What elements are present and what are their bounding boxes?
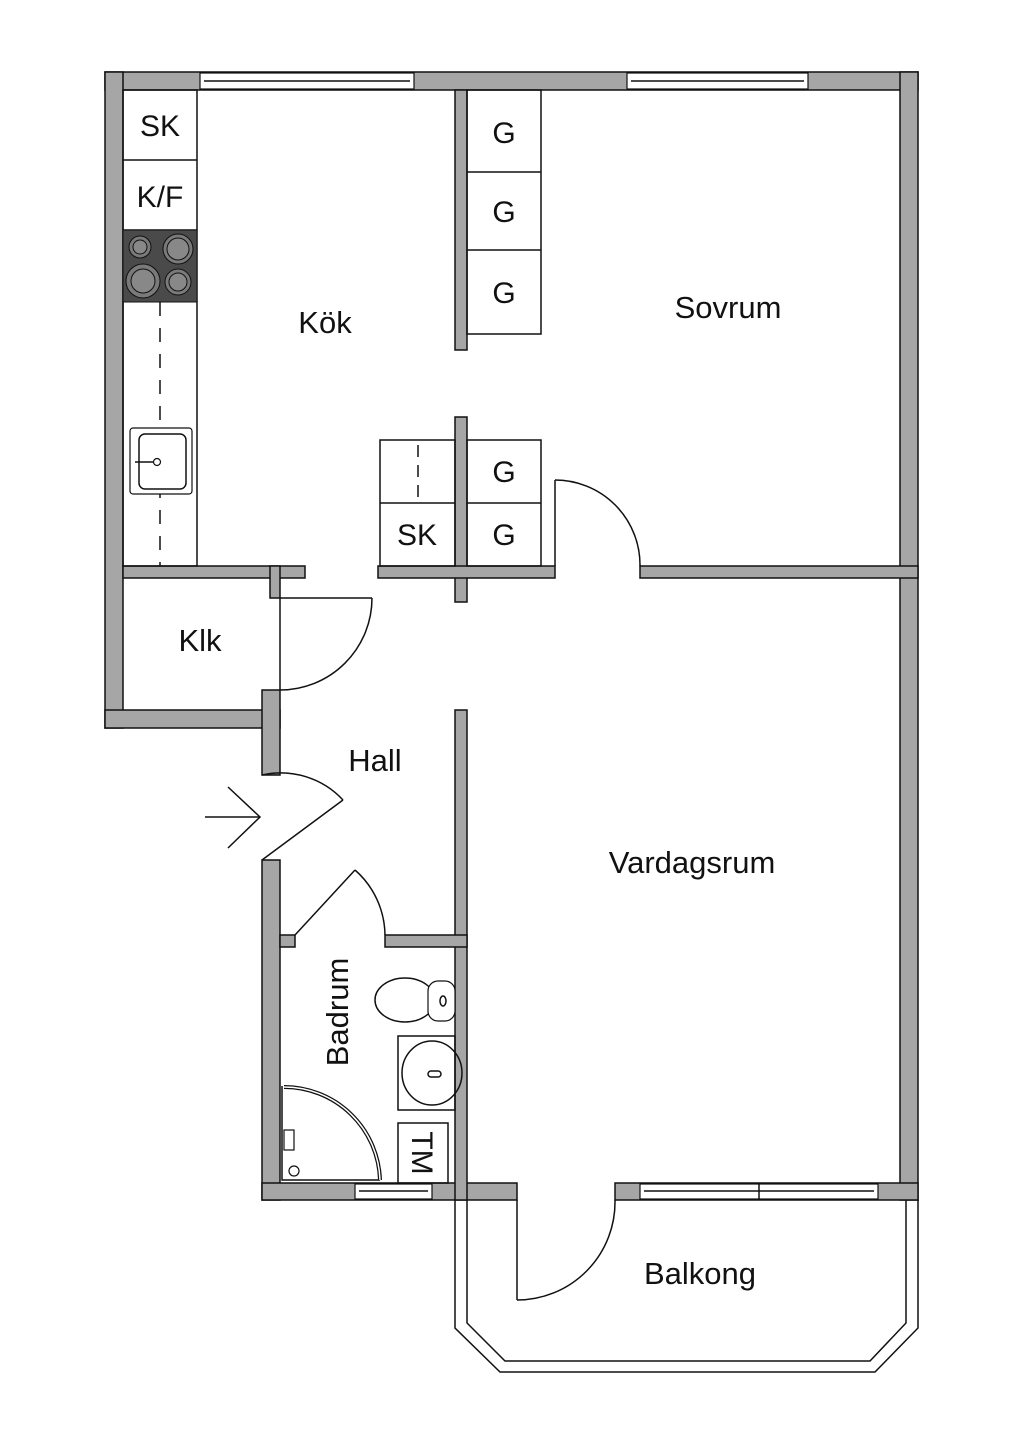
walls <box>104 71 919 1201</box>
kitchen-cabinet-label: SK <box>140 110 180 143</box>
wardrobe-label: G <box>492 117 515 150</box>
wardrobe-label: G <box>492 277 515 310</box>
room-label-bedroom: Sovrum <box>675 290 782 325</box>
shower-icon <box>281 1085 382 1181</box>
kitchen-counter: SK K/F <box>122 89 198 567</box>
balcony-outline <box>454 1200 919 1373</box>
wardrobe-label: G <box>492 196 515 229</box>
hall-cabinet-label: SK <box>397 519 437 552</box>
door-closet[interactable] <box>279 597 373 691</box>
room-label-closet: Klk <box>178 623 222 658</box>
room-label-hall: Hall <box>348 743 401 778</box>
wardrobe-label: G <box>492 519 515 552</box>
room-label-balcony: Balkong <box>644 1256 756 1291</box>
entrance-arrow-icon <box>205 786 262 849</box>
door-entrance[interactable] <box>261 772 344 861</box>
washer-icon: TM <box>397 1122 449 1184</box>
stove-icon <box>122 229 198 303</box>
door-balcony[interactable] <box>516 1199 616 1301</box>
toilet-icon <box>374 977 456 1023</box>
washer-label: TM <box>405 1131 438 1174</box>
bathroom-sink-icon <box>397 1035 463 1111</box>
room-label-living: Vardagsrum <box>609 845 776 880</box>
kitchen-sink-icon <box>129 427 193 495</box>
wardrobes-hall: SK G G <box>379 439 542 567</box>
wardrobes-bedroom: G G G <box>466 89 542 335</box>
fridge-freezer-label: K/F <box>137 181 184 214</box>
room-label-kitchen: Kök <box>298 305 352 340</box>
room-label-bathroom: Badrum <box>320 958 355 1067</box>
door-bedroom[interactable] <box>554 479 641 567</box>
door-bathroom[interactable] <box>294 869 386 936</box>
windows <box>199 72 879 1200</box>
wardrobe-label: G <box>492 456 515 489</box>
